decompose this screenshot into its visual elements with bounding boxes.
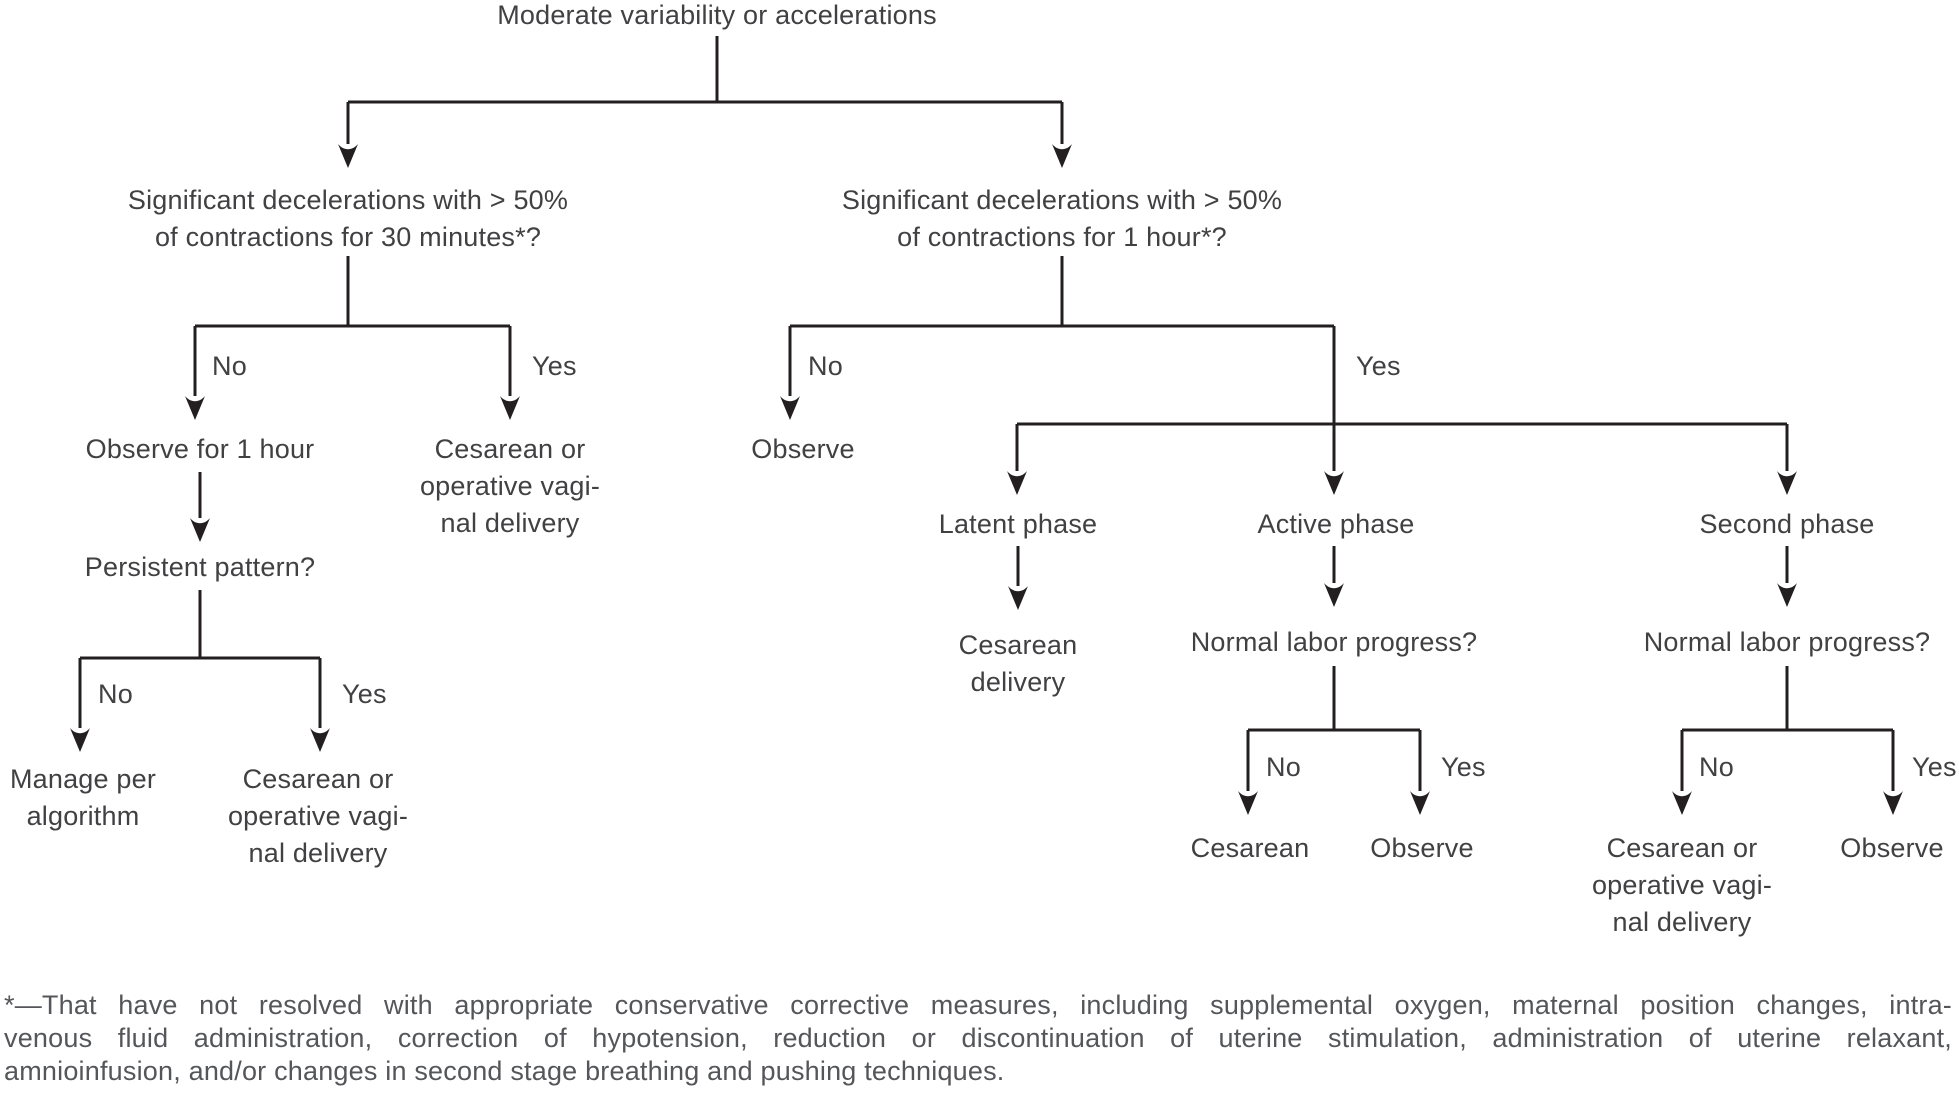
node-cesarean-delivery-line2: delivery: [970, 667, 1066, 697]
node-cesarean-or-operative-line1: Cesarean or: [242, 764, 394, 794]
node-cesarean-or-operative-line3: nal delivery: [1612, 907, 1752, 937]
node-question-30-minutes: Significant decelerations with > 50% of …: [128, 182, 568, 256]
footnote-line3: amnioinfusion, and/or changes in second …: [4, 1056, 1005, 1086]
node-normal-labor-progress-active: Normal labor progress?: [1190, 627, 1478, 657]
node-cesarean-active-no: Cesarean: [1190, 833, 1310, 863]
node-observe-active-yes: Observe: [1370, 833, 1474, 863]
footnote-line1: *—That have not resolved with appropriat…: [4, 990, 1952, 1020]
branch-label-no: No: [212, 351, 247, 381]
branch-label-yes: Yes: [1912, 752, 1957, 782]
branch-label-no: No: [1266, 752, 1301, 782]
node-cesarean-or-operative-line3: nal delivery: [248, 838, 388, 868]
node-cesarean-or-operative-line2: operative vagi-: [227, 801, 409, 831]
node-cesarean-or-operative-vaginal-2: Cesarean or operative vagi- nal delivery: [228, 761, 408, 872]
node-cesarean-or-operative-vaginal-1: Cesarean or operative vagi- nal delivery: [420, 431, 600, 542]
node-observe-second-yes: Observe: [1840, 833, 1944, 863]
node-cesarean-or-operative-line2: operative vagi-: [1591, 870, 1773, 900]
node-cesarean-or-operative-line1: Cesarean or: [434, 434, 586, 464]
node-cesarean-or-operative-line3: nal delivery: [440, 508, 580, 538]
node-question-30-minutes-line2: of contractions for 30 minutes*?: [154, 222, 542, 252]
branch-label-no: No: [98, 679, 133, 709]
node-second-phase: Second phase: [1699, 509, 1875, 539]
node-question-1-hour: Significant decelerations with > 50% of …: [842, 182, 1282, 256]
node-latent-phase: Latent phase: [938, 509, 1098, 539]
branch-label-yes: Yes: [342, 679, 387, 709]
branch-label-yes: Yes: [1356, 351, 1401, 381]
node-cesarean-or-operative-vaginal-3: Cesarean or operative vagi- nal delivery: [1592, 830, 1772, 941]
footnote-line2: venous fluid administration, correction …: [4, 1023, 1952, 1053]
node-cesarean-delivery-line1: Cesarean: [958, 630, 1078, 660]
node-observe-for-1-hour: Observe for 1 hour: [85, 434, 315, 464]
node-question-1-hour-line2: of contractions for 1 hour*?: [897, 222, 1227, 252]
branch-label-no: No: [808, 351, 843, 381]
branch-label-yes: Yes: [532, 351, 577, 381]
node-observe-right-no: Observe: [751, 434, 855, 464]
branch-label-yes: Yes: [1441, 752, 1486, 782]
node-active-phase: Active phase: [1257, 509, 1415, 539]
branch-label-no: No: [1699, 752, 1734, 782]
node-cesarean-or-operative-line1: Cesarean or: [1606, 833, 1758, 863]
node-manage-per-algorithm-line1: Manage per: [9, 764, 157, 794]
node-persistent-pattern: Persistent pattern?: [84, 552, 316, 582]
node-question-30-minutes-line1: Significant decelerations with > 50%: [127, 185, 569, 215]
node-cesarean-or-operative-line2: operative vagi-: [419, 471, 601, 501]
node-manage-per-algorithm-line2: algorithm: [26, 801, 140, 831]
footnote: *—That have not resolved with appropriat…: [4, 989, 1952, 1088]
node-normal-labor-progress-second: Normal labor progress?: [1643, 627, 1931, 657]
node-question-1-hour-line1: Significant decelerations with > 50%: [841, 185, 1283, 215]
node-root-condition: Moderate variability or accelerations: [497, 0, 937, 30]
node-cesarean-delivery: Cesarean delivery: [959, 627, 1078, 701]
node-manage-per-algorithm: Manage per algorithm: [10, 761, 156, 835]
